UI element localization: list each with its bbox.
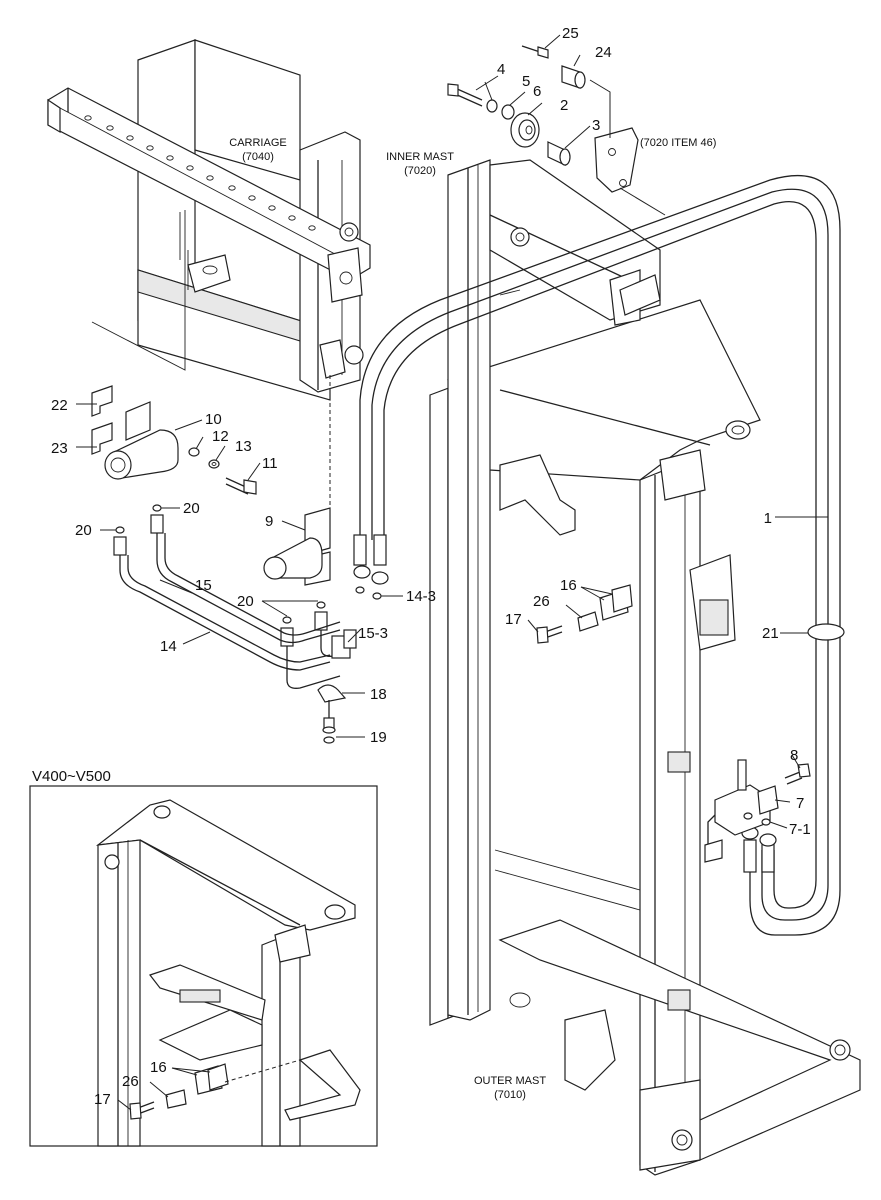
outer-mast-code: (7010): [494, 1089, 526, 1101]
callout-23: 23: [51, 440, 68, 457]
callout-16: 16: [560, 577, 577, 594]
callout-3: 3: [592, 117, 600, 134]
callout-2: 2: [560, 97, 568, 114]
callout-25: 25: [562, 25, 579, 42]
callout-7-1: 7-1: [789, 821, 811, 838]
carriage-code: (7040): [242, 151, 274, 163]
callout-26: 26: [533, 593, 550, 610]
callout-14: 14: [160, 638, 177, 655]
callout-4: 4: [497, 61, 505, 78]
callout-19: 19: [370, 729, 387, 746]
callout-9: 9: [265, 513, 273, 530]
callout-11: 11: [262, 455, 278, 472]
callout-6: 6: [533, 83, 541, 100]
callout-15-3: 15-3: [358, 625, 388, 642]
callout-15: 15: [195, 577, 212, 594]
callout-7: 7: [796, 795, 804, 812]
callout-5: 5: [522, 73, 530, 90]
right-fitting-group: [704, 759, 811, 863]
carriage-assembly: CARRIAGE (7040): [47, 39, 371, 401]
inner-mast-code: (7020): [404, 165, 436, 177]
callout-leaders: [76, 34, 828, 1111]
callout-8: 8: [790, 747, 798, 764]
inset-v400-v500: V400~V500: [29, 768, 378, 1147]
inset-callout-16: 16: [150, 1059, 167, 1076]
outer-mast-caption: OUTER MAST: [474, 1075, 546, 1087]
callout-14-3: 14-3: [406, 588, 436, 605]
callout-20-upper: 20: [183, 500, 200, 517]
fork-bar-holes: [84, 115, 316, 231]
callout-13: 13: [235, 438, 252, 455]
callout-12: 12: [212, 428, 229, 445]
outer-mast: OUTER MAST (7010): [429, 299, 861, 1176]
pulley-bracket-parts: (7020 ITEM 46): [447, 45, 716, 216]
mast-bracket-parts: [536, 584, 633, 644]
inset-callout-17: 17: [94, 1091, 111, 1108]
callout-17: 17: [505, 611, 522, 628]
bracket-ref-caption: (7020 ITEM 46): [640, 137, 716, 149]
inner-mast: INNER MAST (7020): [386, 151, 661, 1021]
inner-mast-caption: INNER MAST: [386, 151, 454, 163]
callout-18: 18: [370, 686, 387, 703]
callout-20-lower: 20: [237, 593, 254, 610]
hydraulic-hose-loop: [353, 174, 845, 936]
callout-20-left: 20: [75, 522, 92, 539]
callout-10: 10: [205, 411, 222, 428]
callout-21: 21: [762, 625, 779, 642]
callout-1: 1: [764, 510, 772, 527]
valve-fittings-group: [91, 210, 382, 744]
callout-22: 22: [51, 397, 68, 414]
callout-24: 24: [595, 44, 612, 61]
carriage-caption: CARRIAGE: [229, 137, 286, 149]
inset-title: V400~V500: [32, 768, 111, 785]
callout-numbers: 1 2 3 4 5 6 7 7-1 8 9 10 11 12 13 14 14-…: [51, 25, 811, 1108]
inset-callout-26: 26: [122, 1073, 139, 1090]
